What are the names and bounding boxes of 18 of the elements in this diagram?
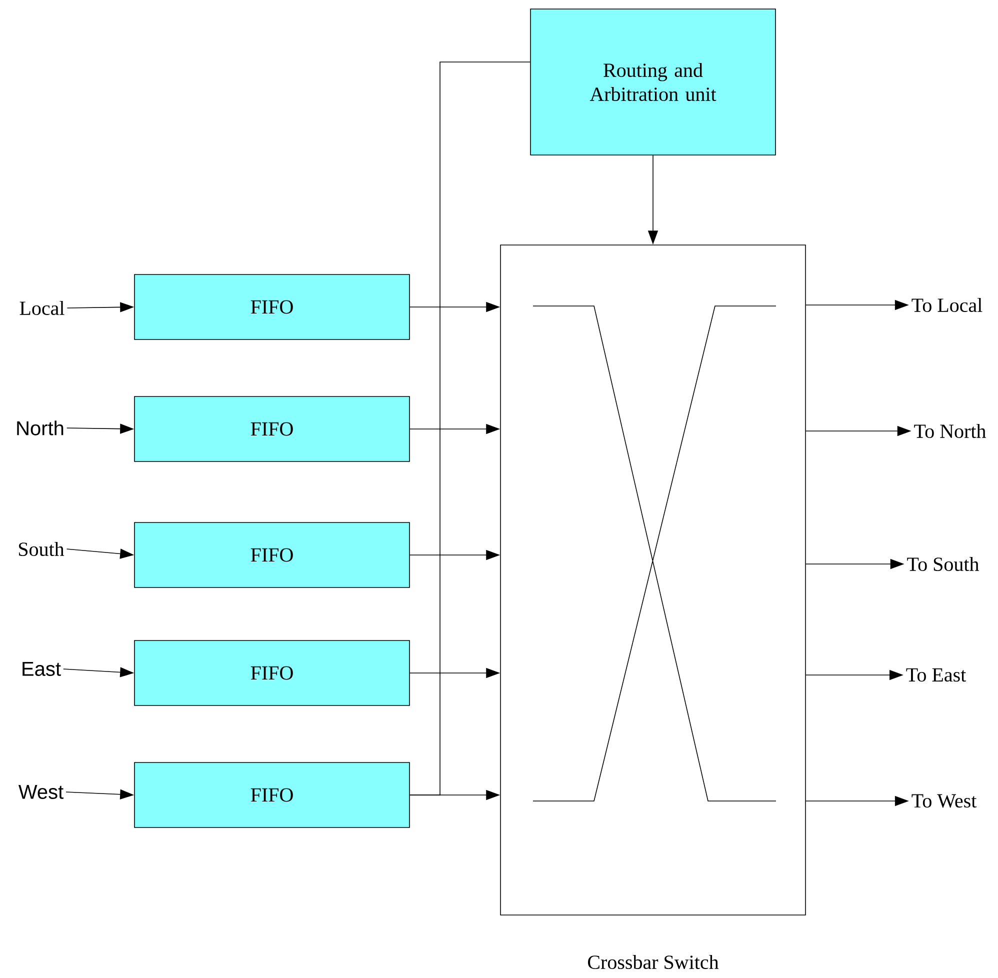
routing-unit-box: Routing and Arbitration unit [530,8,776,156]
input-label: South [19,542,64,556]
output-label: To South [907,556,979,572]
output-label: To North [914,424,986,438]
crossbar-switch-box: Crossbar Switch [500,244,806,970]
fifo-box: FIFO [134,640,410,706]
node-label: Crossbar Switch [588,954,719,970]
input-label: North [17,420,64,436]
input-label: West [18,785,64,799]
fifo-box: FIFO [134,396,410,462]
fifo-box: FIFO [134,522,410,588]
fifo-box: FIFO [134,762,410,828]
output-label: To Local [912,298,982,312]
fifo-box: FIFO [134,274,410,340]
output-label: To East [906,668,966,682]
input-label: Local [20,300,64,316]
output-label: To West [912,794,977,808]
input-label: East [22,662,61,676]
